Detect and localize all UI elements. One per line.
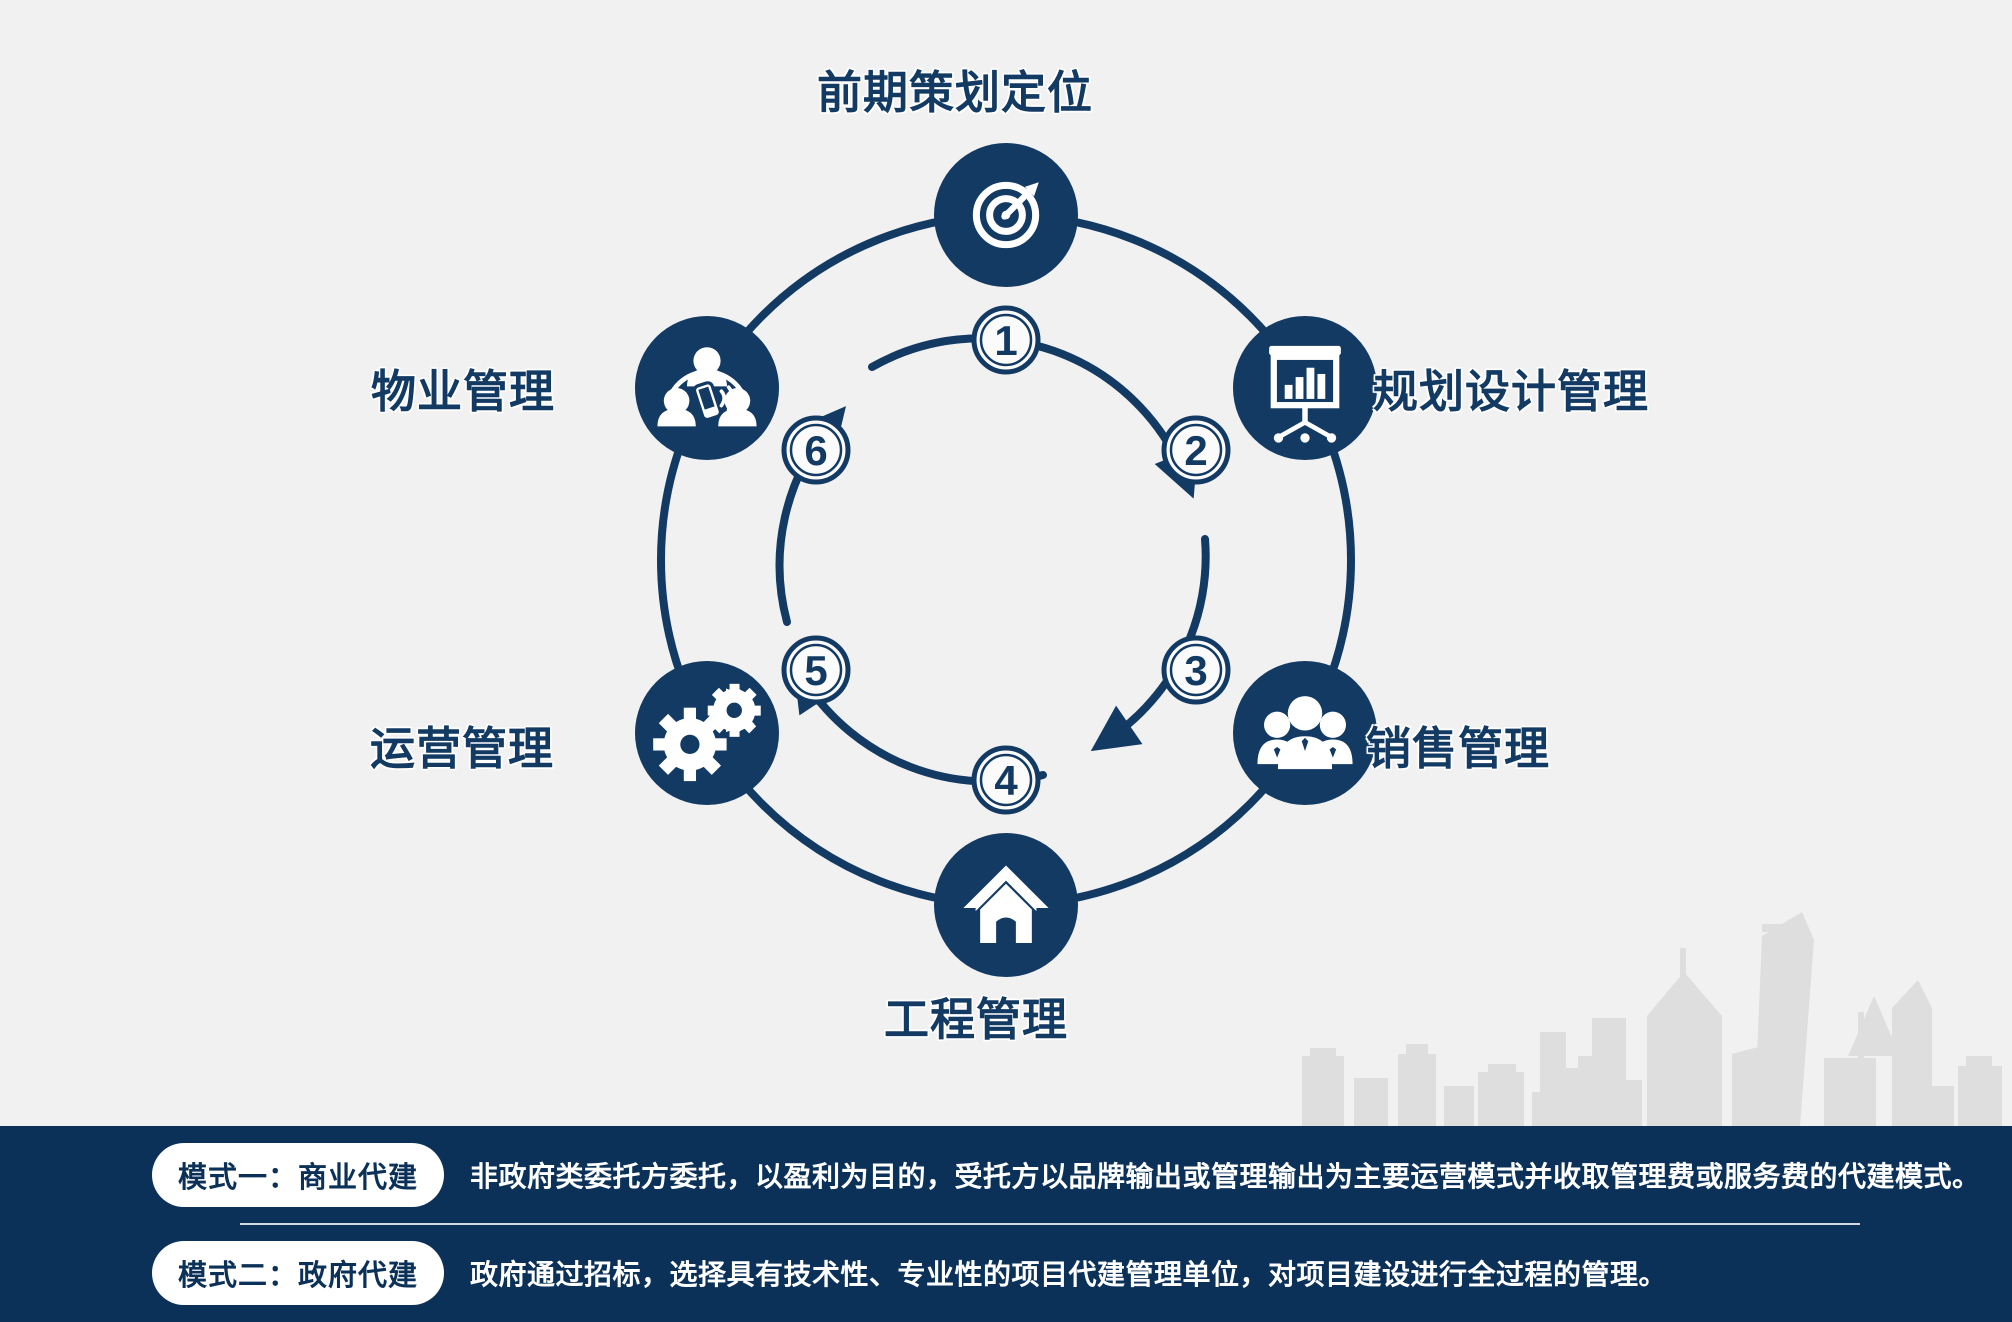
- step-badge-2: 2: [1161, 415, 1231, 485]
- node-label-top: 前期策划定位: [817, 67, 1094, 118]
- banner-row-1: 模式一：商业代建 非政府类委托方委托，以盈利为目的，受托方以品牌输出或管理输出为…: [0, 1141, 2012, 1209]
- node-label-lower-left: 运营管理: [370, 723, 555, 774]
- node-label-lower-right: 销售管理: [1366, 723, 1551, 774]
- mode-2-pill: 模式二：政府代建: [152, 1241, 445, 1305]
- step-badge-1: 1: [971, 305, 1041, 375]
- node-label-upper-left: 物业管理: [371, 366, 556, 417]
- step-badge-4: 4: [971, 745, 1041, 815]
- step-badge-4-text: 4: [994, 757, 1018, 804]
- mode-description-banner: 模式一：商业代建 非政府类委托方委托，以盈利为目的，受托方以品牌输出或管理输出为…: [0, 1126, 2012, 1322]
- step-badge-1-text: 1: [994, 317, 1017, 364]
- step-badge-6: 6: [781, 415, 851, 485]
- node-bottom: [934, 833, 1078, 977]
- step-number-badges: 1 2 3 4 5: [781, 305, 1231, 815]
- node-lower-left: [635, 661, 779, 805]
- step-badge-5: 5: [781, 635, 851, 705]
- step-badge-6-text: 6: [804, 427, 827, 474]
- node-upper-right: [1233, 316, 1377, 460]
- step-badge-5-text: 5: [804, 647, 827, 694]
- banner-row-2: 模式二：政府代建 政府通过招标，选择具有技术性、专业性的项目代建管理单位，对项目…: [0, 1239, 2012, 1307]
- node-lower-right: [1233, 661, 1377, 805]
- mode-1-pill: 模式一：商业代建: [152, 1143, 445, 1207]
- step-badge-2-text: 2: [1184, 427, 1207, 474]
- process-cycle-diagram: 1 2 3 4 5: [635, 143, 1377, 977]
- node-circle-group: [635, 143, 1377, 977]
- node-label-upper-right: 规划设计管理: [1373, 366, 1650, 417]
- step-badge-3: 3: [1161, 635, 1231, 705]
- mode-2-description: 政府通过招标，选择具有技术性、专业性的项目代建管理单位，对项目建设进行全过程的管…: [470, 1259, 1668, 1290]
- mode-1-description: 非政府类委托方委托，以盈利为目的，受托方以品牌输出或管理输出为主要运营模式并收取…: [470, 1161, 1981, 1192]
- node-top: [934, 143, 1078, 287]
- step-badge-3-text: 3: [1184, 647, 1207, 694]
- node-label-bottom: 工程管理: [884, 994, 1069, 1045]
- banner-divider: [240, 1223, 1860, 1225]
- node-upper-left: [635, 316, 779, 460]
